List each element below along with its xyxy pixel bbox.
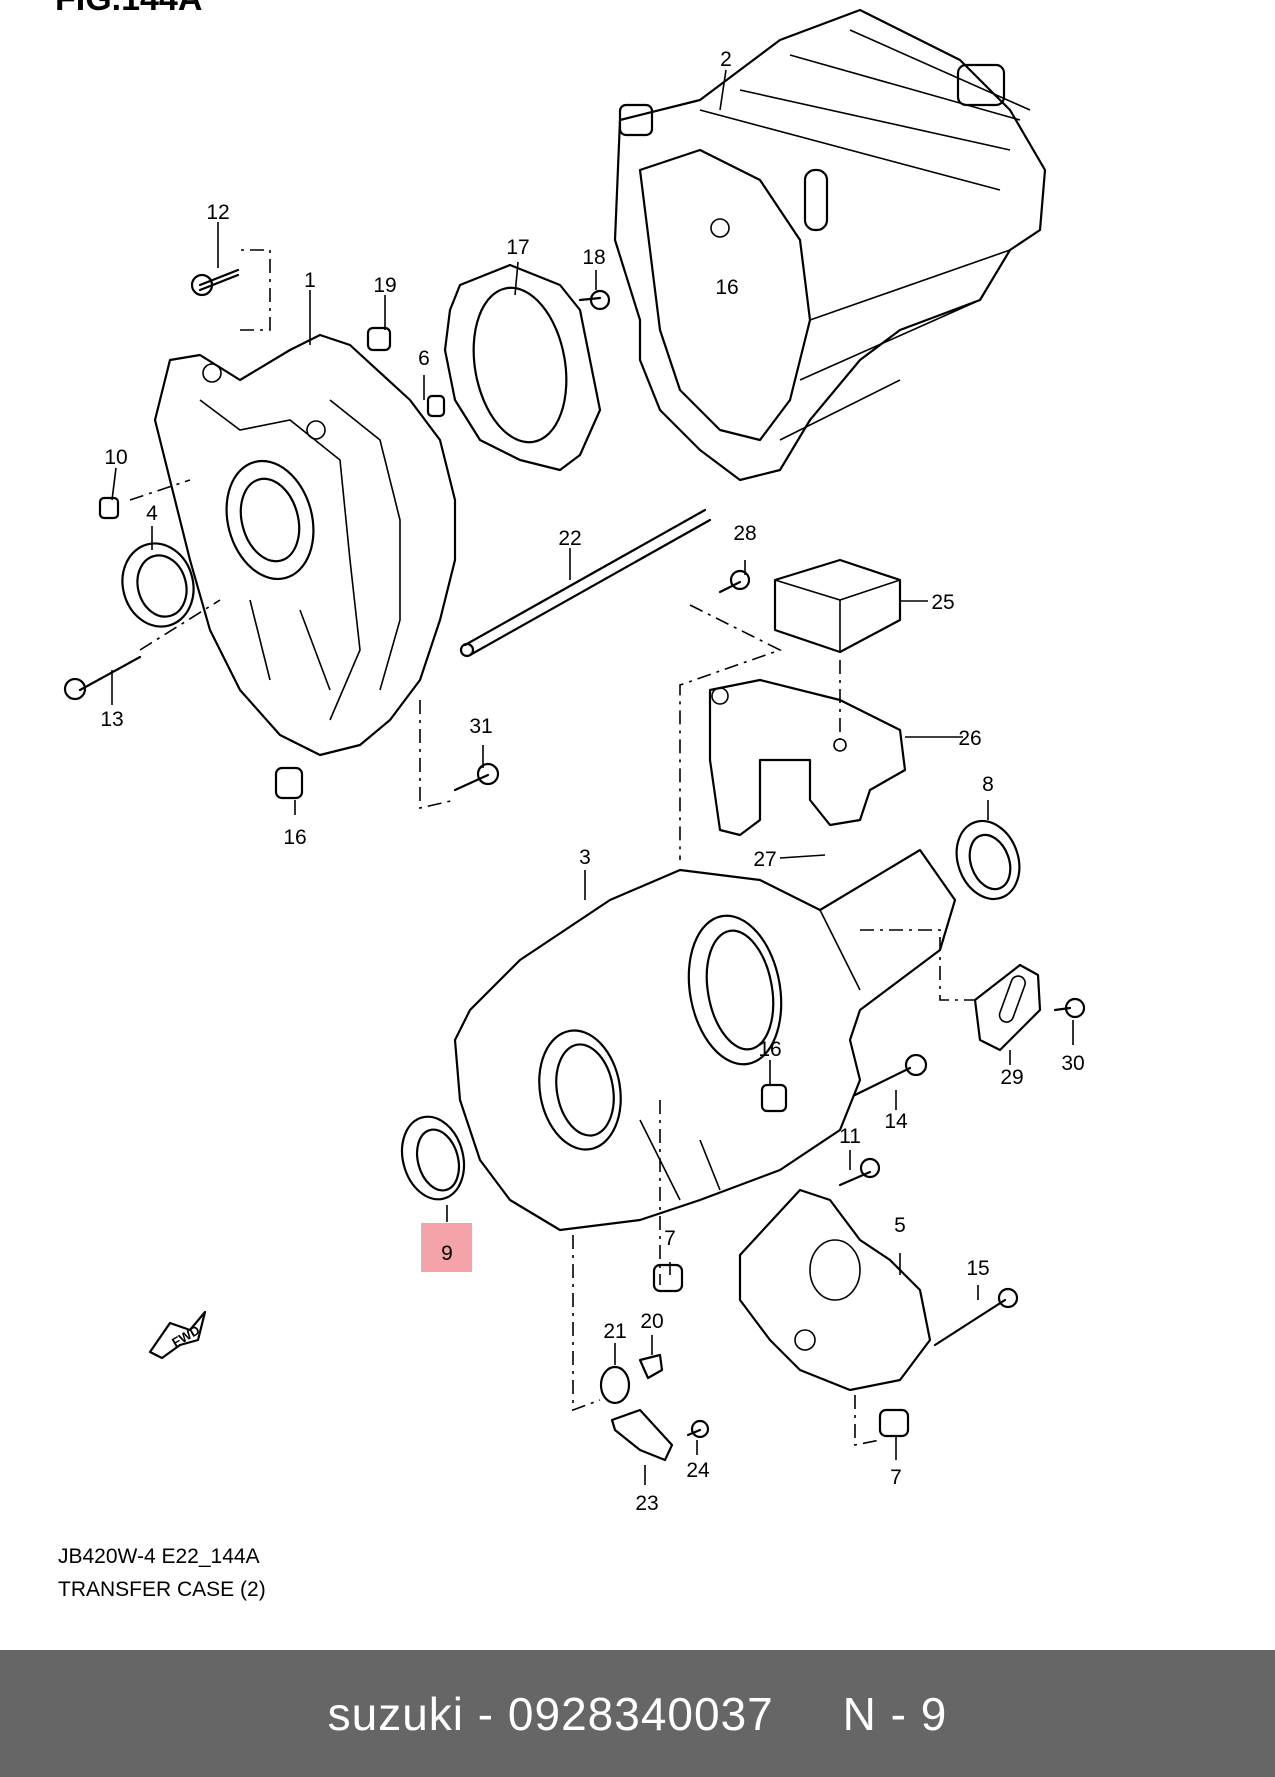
- figure-name: TRANSFER CASE (2): [58, 1578, 266, 1601]
- small-parts-20-21-23: [599, 1353, 674, 1462]
- callout-10: 10: [104, 446, 127, 469]
- fwd-label: FWD: [169, 1322, 202, 1350]
- callout-20: 20: [640, 1310, 663, 1333]
- sensor-part-25: [773, 558, 902, 654]
- exploded-parts-diagram: FIG.144A: [55, 0, 1086, 1515]
- leader-lines: [111, 69, 1074, 1485]
- callout-16-right: 16: [758, 1038, 781, 1061]
- callout-21: 21: [603, 1320, 626, 1343]
- callout-18: 18: [582, 246, 605, 269]
- guide-lines: [129, 249, 975, 1446]
- figure-title: FIG.144A: [55, 0, 202, 18]
- bolts: [63, 268, 1086, 1439]
- callout-17: 17: [506, 236, 529, 259]
- callout-7-upper: 7: [664, 1227, 676, 1250]
- callout-22: 22: [558, 527, 581, 550]
- callout-16-left: 16: [283, 826, 306, 849]
- callout-24: 24: [686, 1459, 710, 1482]
- plate-part-29: [973, 963, 1042, 1052]
- housing-part-2: [613, 8, 1047, 482]
- callout-15: 15: [966, 1257, 989, 1280]
- figure-caption: JB420W-4 E22_144A TRANSFER CASE (2): [58, 1540, 266, 1606]
- part-number: 0928340037: [507, 1687, 774, 1740]
- callout-12: 12: [206, 201, 229, 224]
- oil-seal-part-4: [121, 542, 195, 628]
- callout-13: 13: [100, 708, 123, 731]
- callout-5: 5: [894, 1214, 906, 1237]
- bracket-part-26: [708, 678, 907, 837]
- callout-19: 19: [373, 274, 396, 297]
- callout-3: 3: [579, 846, 591, 869]
- figure-code: JB420W-4 E22_144A: [58, 1545, 260, 1568]
- callout-14: 14: [884, 1110, 908, 1133]
- callout-30: 30: [1061, 1052, 1084, 1075]
- banner-separator: -: [464, 1687, 508, 1740]
- callout-11: 11: [839, 1125, 861, 1148]
- callout-8: 8: [982, 773, 994, 796]
- oil-seal-part-8: [955, 819, 1021, 901]
- callout-25: 25: [931, 591, 954, 614]
- callout-23: 23: [635, 1492, 658, 1515]
- callout-labels: 12 1 19 17 18 2 16 6 10 4 22 28 25 13 31…: [100, 48, 1084, 1515]
- transfer-case-part-1: [153, 333, 457, 757]
- forward-arrow-icon: FWD: [148, 1310, 207, 1360]
- callout-29: 29: [1000, 1066, 1023, 1089]
- callout-4: 4: [146, 502, 158, 525]
- callout-26: 26: [958, 727, 981, 750]
- brand-name: suzuki: [327, 1687, 465, 1740]
- callout-7-lower: 7: [890, 1466, 902, 1489]
- callout-9[interactable]: 9: [441, 1242, 453, 1265]
- callout-31: 31: [469, 715, 492, 738]
- gasket-part-17: [443, 263, 602, 472]
- shift-rod-part-22: [459, 508, 712, 658]
- part-number-banner: suzuki - 0928340037 N - 9: [0, 1650, 1275, 1777]
- highlight-box: [421, 1223, 472, 1272]
- callout-16-top: 16: [715, 276, 738, 299]
- cover-part-5: [738, 1188, 932, 1392]
- callout-1: 1: [304, 269, 316, 292]
- callout-28: 28: [733, 522, 756, 545]
- callout-6: 6: [418, 347, 430, 370]
- callout-27: 27: [753, 848, 776, 871]
- oil-seal-part-9[interactable]: [393, 1110, 473, 1207]
- transfer-case-part-3: [453, 848, 957, 1232]
- callout-2: 2: [720, 48, 732, 71]
- position-code: N - 9: [842, 1687, 948, 1740]
